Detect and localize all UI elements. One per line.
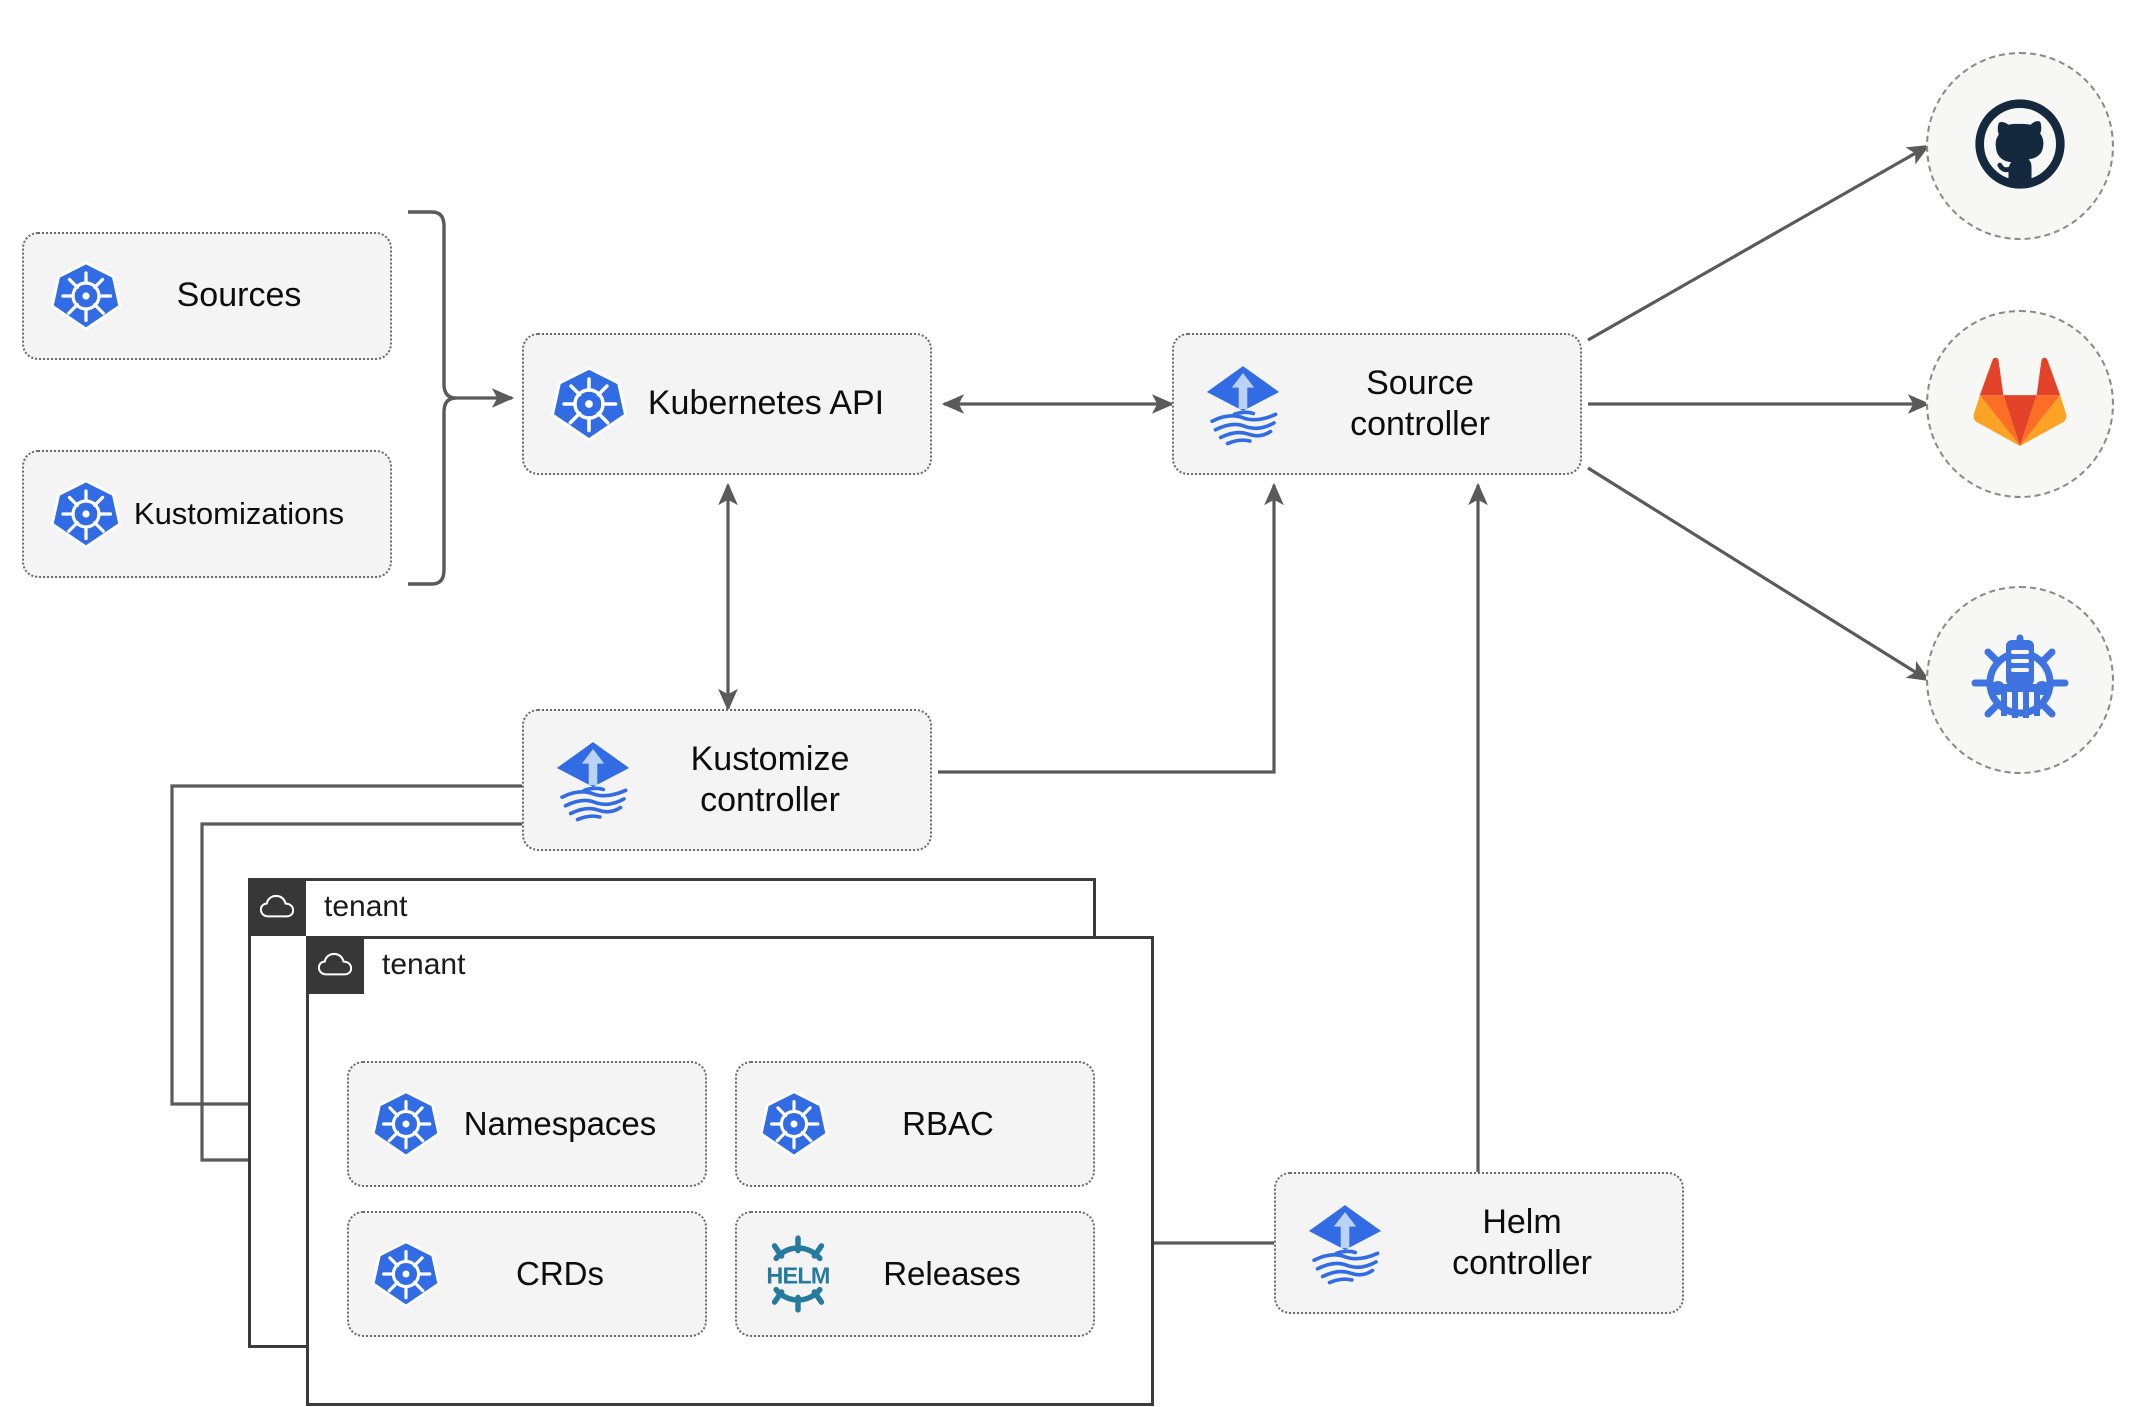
kubernetes-icon: [550, 365, 628, 443]
kubernetes-icon: [371, 1239, 441, 1309]
cloud-icon: [306, 936, 364, 994]
kubernetes-icon: [50, 478, 122, 550]
gitlab-icon: [1971, 356, 2069, 453]
node-releases[interactable]: HELM Releases: [735, 1211, 1095, 1337]
node-label: Kustomize controller: [690, 739, 850, 819]
node-label: Kustomizations: [133, 496, 345, 532]
cloud-icon: [248, 878, 306, 936]
tenant-resource-grid: Namespaces: [347, 1061, 1095, 1337]
node-label: Kubernetes API: [647, 384, 885, 423]
kubernetes-icon: [759, 1089, 829, 1159]
node-label: Helm controller: [1452, 1202, 1592, 1282]
provider-gitlab[interactable]: [1926, 310, 2114, 498]
node-label: Source controller: [1350, 363, 1490, 443]
tenant-label: tenant: [324, 890, 408, 923]
flux-icon: [1302, 1200, 1388, 1286]
node-label: Sources: [176, 276, 302, 315]
helm-registry-icon: [1970, 628, 2070, 733]
provider-helm-repository[interactable]: [1926, 586, 2114, 774]
node-namespaces[interactable]: Namespaces: [347, 1061, 707, 1187]
node-label: RBAC: [902, 1104, 994, 1142]
node-label: CRDs: [516, 1254, 604, 1292]
helm-icon: HELM: [759, 1235, 837, 1313]
provider-github[interactable]: [1926, 52, 2114, 240]
tenant-panel-inner: tenant: [306, 936, 1154, 1406]
svg-text:HELM: HELM: [766, 1262, 829, 1288]
node-kustomize-controller[interactable]: Kustomize controller: [522, 709, 932, 851]
node-label: Releases: [883, 1254, 1021, 1292]
node-crds[interactable]: CRDs: [347, 1211, 707, 1337]
flux-icon: [1200, 361, 1286, 447]
kubernetes-icon: [50, 260, 122, 332]
kubernetes-icon: [371, 1089, 441, 1159]
node-helm-controller[interactable]: Helm controller: [1274, 1172, 1684, 1314]
tenant-label: tenant: [382, 948, 466, 981]
node-kustomizations[interactable]: Kustomizations: [22, 450, 392, 578]
tenant-header: tenant: [306, 936, 465, 994]
tenant-header: tenant: [248, 878, 407, 936]
node-sources[interactable]: Sources: [22, 232, 392, 360]
node-kubernetes-api[interactable]: Kubernetes API: [522, 333, 932, 475]
node-source-controller[interactable]: Source controller: [1172, 333, 1582, 475]
node-label: Namespaces: [463, 1104, 657, 1142]
github-icon: [1972, 96, 2068, 197]
node-rbac[interactable]: RBAC: [735, 1061, 1095, 1187]
flux-icon: [550, 737, 636, 823]
